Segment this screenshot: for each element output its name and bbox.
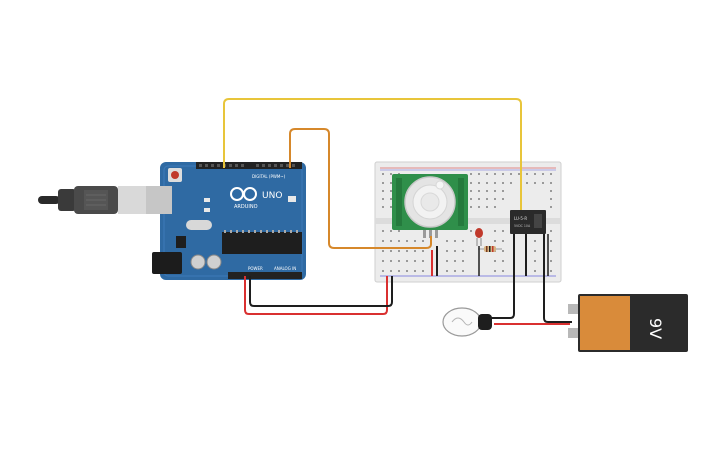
red-led[interactable] [475,228,483,246]
arduino-model-text: UNO [262,191,282,201]
relay-to-battery-wire[interactable] [543,234,572,323]
resistor[interactable] [478,246,502,252]
power-analog-header [228,272,302,279]
relay-to-bulb-wire[interactable] [490,234,515,319]
arduino-uno-board[interactable]: ARDUINO UNO DIGITAL (PWM~) POWER ANALOG … [146,162,306,280]
atmega-chip [222,232,302,254]
arduino-logo [230,187,257,201]
wires [223,98,572,325]
black-ground-wire[interactable] [249,276,393,307]
breadboard-holes [382,173,552,272]
bulb-socket [478,314,492,330]
digital-pins-label: DIGITAL (PWM~) [252,174,286,179]
analog-pins-label: ANALOG IN [274,266,296,271]
battery-voltage-label: 9V [646,318,665,339]
red-power-wire[interactable] [244,276,388,315]
yellow-wire[interactable] [223,98,522,210]
relay-label-line2: 5VDC 10A [514,224,531,228]
power-jack [152,252,182,274]
relay-label-line1: LU-5-R [514,216,527,221]
battery-terminal-bottom [568,328,582,338]
digital-header [196,162,302,169]
usb-port [146,186,172,214]
battery-terminal-top [568,304,582,314]
arduino-brand-text: ARDUINO [234,204,258,210]
relay-module[interactable]: LU-5-R 5VDC 10A [510,210,546,234]
light-bulb[interactable] [442,307,492,337]
battery-9v[interactable]: 9V [568,294,688,352]
power-pins-label: POWER [248,266,263,271]
pir-motion-sensor[interactable] [392,174,468,238]
orange-signal-wire[interactable] [289,128,432,249]
